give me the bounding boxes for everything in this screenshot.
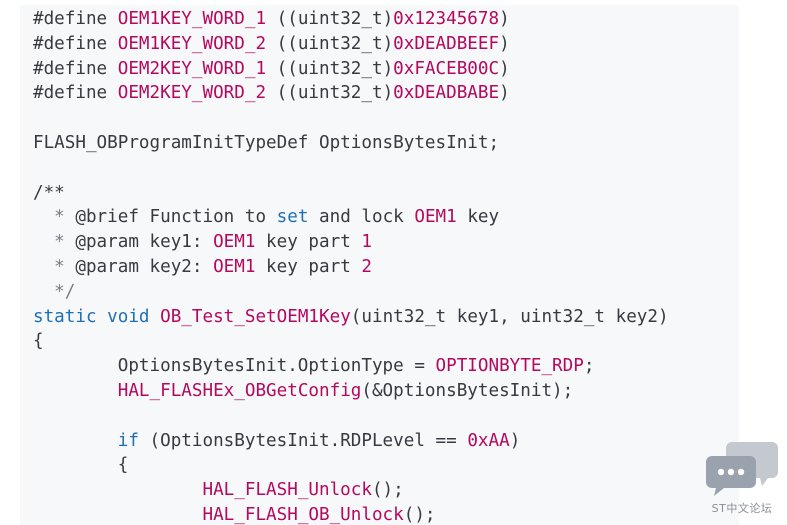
code-line: OptionsBytesInit.OptionType = OPTIONBYTE… <box>33 354 669 379</box>
code-token: OB_Test_SetOEM1Key <box>160 306 351 327</box>
code-token: if <box>117 430 139 451</box>
code-token: OEM1 <box>213 232 256 253</box>
code-token: void <box>107 306 150 327</box>
chat-bubbles-icon <box>706 442 778 496</box>
code-line: #define OEM1KEY_WORD_1 ((uint32_t)0x1234… <box>33 7 669 32</box>
code-token: (&OptionsBytesInit); <box>361 380 574 401</box>
code-token: ) <box>499 83 510 104</box>
code-token: ) <box>499 33 510 54</box>
code-token <box>33 381 118 401</box>
code-token: ((uint32_t) <box>266 33 394 54</box>
code-token: @brief Function to <box>75 207 277 228</box>
code-token: @param key1: <box>75 232 214 253</box>
code-token: key part <box>255 256 362 277</box>
code-token: HAL_FLASHEx_OBGetConfig <box>117 380 362 401</box>
code-token: (); <box>403 504 436 525</box>
code-token: #define <box>33 58 118 79</box>
code-token <box>150 307 161 327</box>
code-token: @param key2: <box>75 256 214 277</box>
code-line: FLASH_OBProgramInitTypeDef OptionsBytesI… <box>33 131 669 156</box>
code-token: key <box>456 207 500 228</box>
code-token: static <box>33 306 97 327</box>
code-line <box>33 106 669 131</box>
code-line: * @brief Function to set and lock OEM1 k… <box>33 205 669 230</box>
code-line: { <box>33 453 669 478</box>
code-token: OEM1KEY_WORD_1 <box>117 9 267 29</box>
code-token: HAL_FLASH_OB_Unlock <box>202 504 404 525</box>
code-token: 0xAA <box>467 430 510 451</box>
code-token: ((uint32_t) <box>266 58 394 79</box>
code-token: (OptionsBytesInit.RDPLevel == <box>138 430 468 451</box>
code-token: ((uint32_t) <box>266 9 394 29</box>
watermark-text: ST中文论坛 <box>711 502 773 515</box>
code-token: 0xDEADBEEF <box>393 33 500 54</box>
code-token: */ <box>33 281 76 302</box>
code-token: OEM1 <box>213 256 256 277</box>
code-lines: #define OEM1KEY_WORD_1 ((uint32_t)0x1234… <box>33 7 669 525</box>
code-line: static void OB_Test_SetOEM1Key(uint32_t … <box>33 305 669 330</box>
code-line: if (OptionsBytesInit.RDPLevel == 0xAA) <box>33 429 669 454</box>
code-line: */ <box>33 280 669 305</box>
watermark: ST中文论坛 <box>700 438 784 520</box>
code-token: 0x12345678 <box>393 9 500 29</box>
code-token: OEM2KEY_WORD_2 <box>117 83 267 104</box>
code-token: OptionsBytesInit.OptionType = <box>33 356 436 377</box>
code-token: (); <box>371 480 404 501</box>
code-token: #define <box>33 33 118 54</box>
code-token: FLASH_OBProgramInitTypeDef OptionsBytesI… <box>33 132 500 153</box>
code-token: ) <box>499 58 510 79</box>
code-token: ) <box>509 430 521 451</box>
code-token: OEM1 <box>414 207 457 228</box>
code-line: #define OEM2KEY_WORD_2 ((uint32_t)0xDEAD… <box>33 81 669 106</box>
code-token: 1 <box>361 232 372 253</box>
code-token: * <box>33 207 76 228</box>
code-line: #define OEM2KEY_WORD_1 ((uint32_t)0xFACE… <box>33 57 669 82</box>
code-block: #define OEM1KEY_WORD_1 ((uint32_t)0x1234… <box>20 5 739 525</box>
code-token: OEM1KEY_WORD_2 <box>117 33 267 54</box>
code-token: #define <box>33 9 118 29</box>
code-token: HAL_FLASH_Unlock <box>202 480 372 501</box>
code-token: 2 <box>361 256 372 277</box>
code-token: 0xDEADBABE <box>393 83 500 104</box>
code-token: OPTIONBYTE_RDP <box>435 356 584 377</box>
code-token <box>33 480 202 500</box>
code-token: and lock <box>308 207 415 228</box>
code-token: #define <box>33 83 118 104</box>
code-token: 0xFACEB00C <box>393 58 500 79</box>
code-token: * <box>33 232 76 253</box>
code-token: { <box>33 331 44 352</box>
code-token: set <box>276 207 309 228</box>
code-line: * @param key2: OEM1 key part 2 <box>33 255 669 280</box>
code-token: ; <box>583 356 595 377</box>
code-line <box>33 404 669 429</box>
code-token <box>33 431 118 451</box>
code-line: HAL_FLASH_Unlock(); <box>33 478 669 503</box>
code-line <box>33 156 669 181</box>
code-line: * @param key1: OEM1 key part 1 <box>33 230 669 255</box>
code-token: OEM2KEY_WORD_1 <box>117 58 267 79</box>
code-line: /** <box>33 181 669 206</box>
code-line: { <box>33 329 669 354</box>
code-line: #define OEM1KEY_WORD_2 ((uint32_t)0xDEAD… <box>33 32 669 57</box>
code-token: { <box>33 455 129 476</box>
code-token: ((uint32_t) <box>266 83 394 104</box>
code-line: HAL_FLASH_OB_Unlock(); <box>33 503 669 525</box>
code-token: * <box>33 256 76 277</box>
code-token: (uint32_t key1, uint32_t key2) <box>350 306 669 327</box>
code-token: key part <box>255 232 362 253</box>
code-line: HAL_FLASHEx_OBGetConfig(&OptionsBytesIni… <box>33 379 669 404</box>
code-token <box>33 505 202 525</box>
code-token: /** <box>33 182 65 203</box>
code-token: ) <box>499 9 510 29</box>
code-token <box>97 307 108 327</box>
